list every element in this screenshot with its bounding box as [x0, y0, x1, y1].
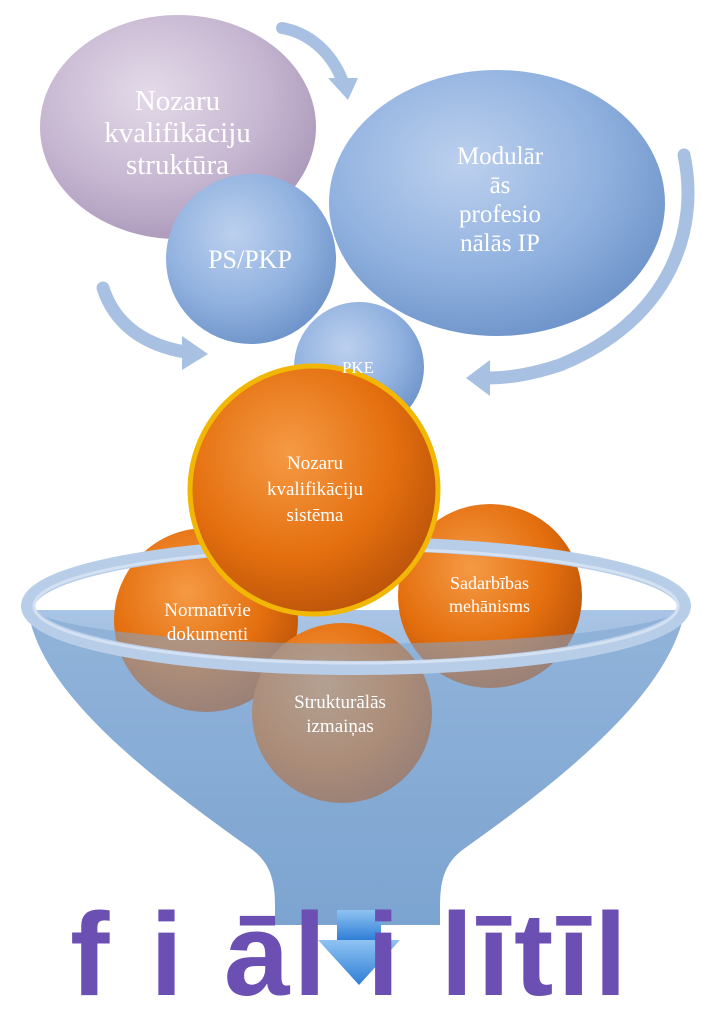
curved-arrow-right-head — [466, 360, 490, 396]
curved-arrow-left — [96, 281, 192, 359]
bubble-modularas-ip — [329, 70, 665, 336]
process-diagram — [21, 15, 695, 985]
curved-arrow-top — [276, 22, 349, 88]
down-arrow-icon — [318, 910, 400, 985]
curved-arrow-top-head — [328, 78, 358, 100]
bubble-ps-pkp — [166, 174, 336, 344]
bubble-nozaru-sistema — [187, 363, 441, 617]
footer-text: f i āl i lītīl — [70, 889, 631, 1021]
curved-arrow-left-head — [182, 336, 208, 370]
curved-arrow-right — [481, 148, 695, 385]
funnel-front — [28, 610, 685, 925]
